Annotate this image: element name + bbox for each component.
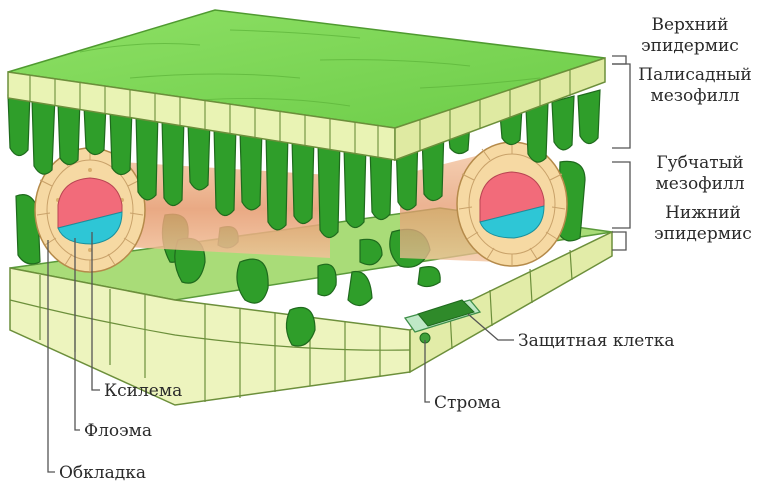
label-palisade-2: мезофилл: [650, 86, 739, 106]
phloem-right: [479, 205, 545, 239]
label-sheath: Обкладка: [59, 463, 146, 483]
right-vascular-bundle: [456, 141, 568, 267]
left-vascular-bundle: [34, 147, 146, 273]
leader-lines: [47, 232, 514, 473]
label-lower-epidermis-1: Нижний: [665, 203, 741, 223]
label-upper-epidermis-2: эпидермис: [641, 36, 739, 56]
lower-epidermis-side: [409, 230, 613, 374]
guard-cell: [417, 299, 475, 327]
upper-epidermis-side: [394, 56, 606, 162]
upper-epidermis-texture: [79, 29, 541, 107]
layer-brackets: [612, 55, 631, 251]
label-palisade-1: Палисадный: [638, 65, 751, 85]
label-phloem: Флоэма: [84, 421, 152, 441]
label-spongy-2: мезофилл: [655, 174, 744, 194]
label-upper-epidermis-1: Верхний: [651, 15, 728, 35]
label-lower-epidermis-2: эпидермис: [654, 224, 752, 244]
upper-epidermis-cells: [29, 70, 571, 157]
label-guard-cell: Защитная клетка: [518, 331, 675, 351]
label-xylem: Ксилема: [104, 381, 182, 401]
label-spongy-1: Губчатый: [656, 153, 743, 173]
lower-epidermis-cells: [9, 249, 573, 402]
label-stoma: Строма: [434, 393, 501, 413]
